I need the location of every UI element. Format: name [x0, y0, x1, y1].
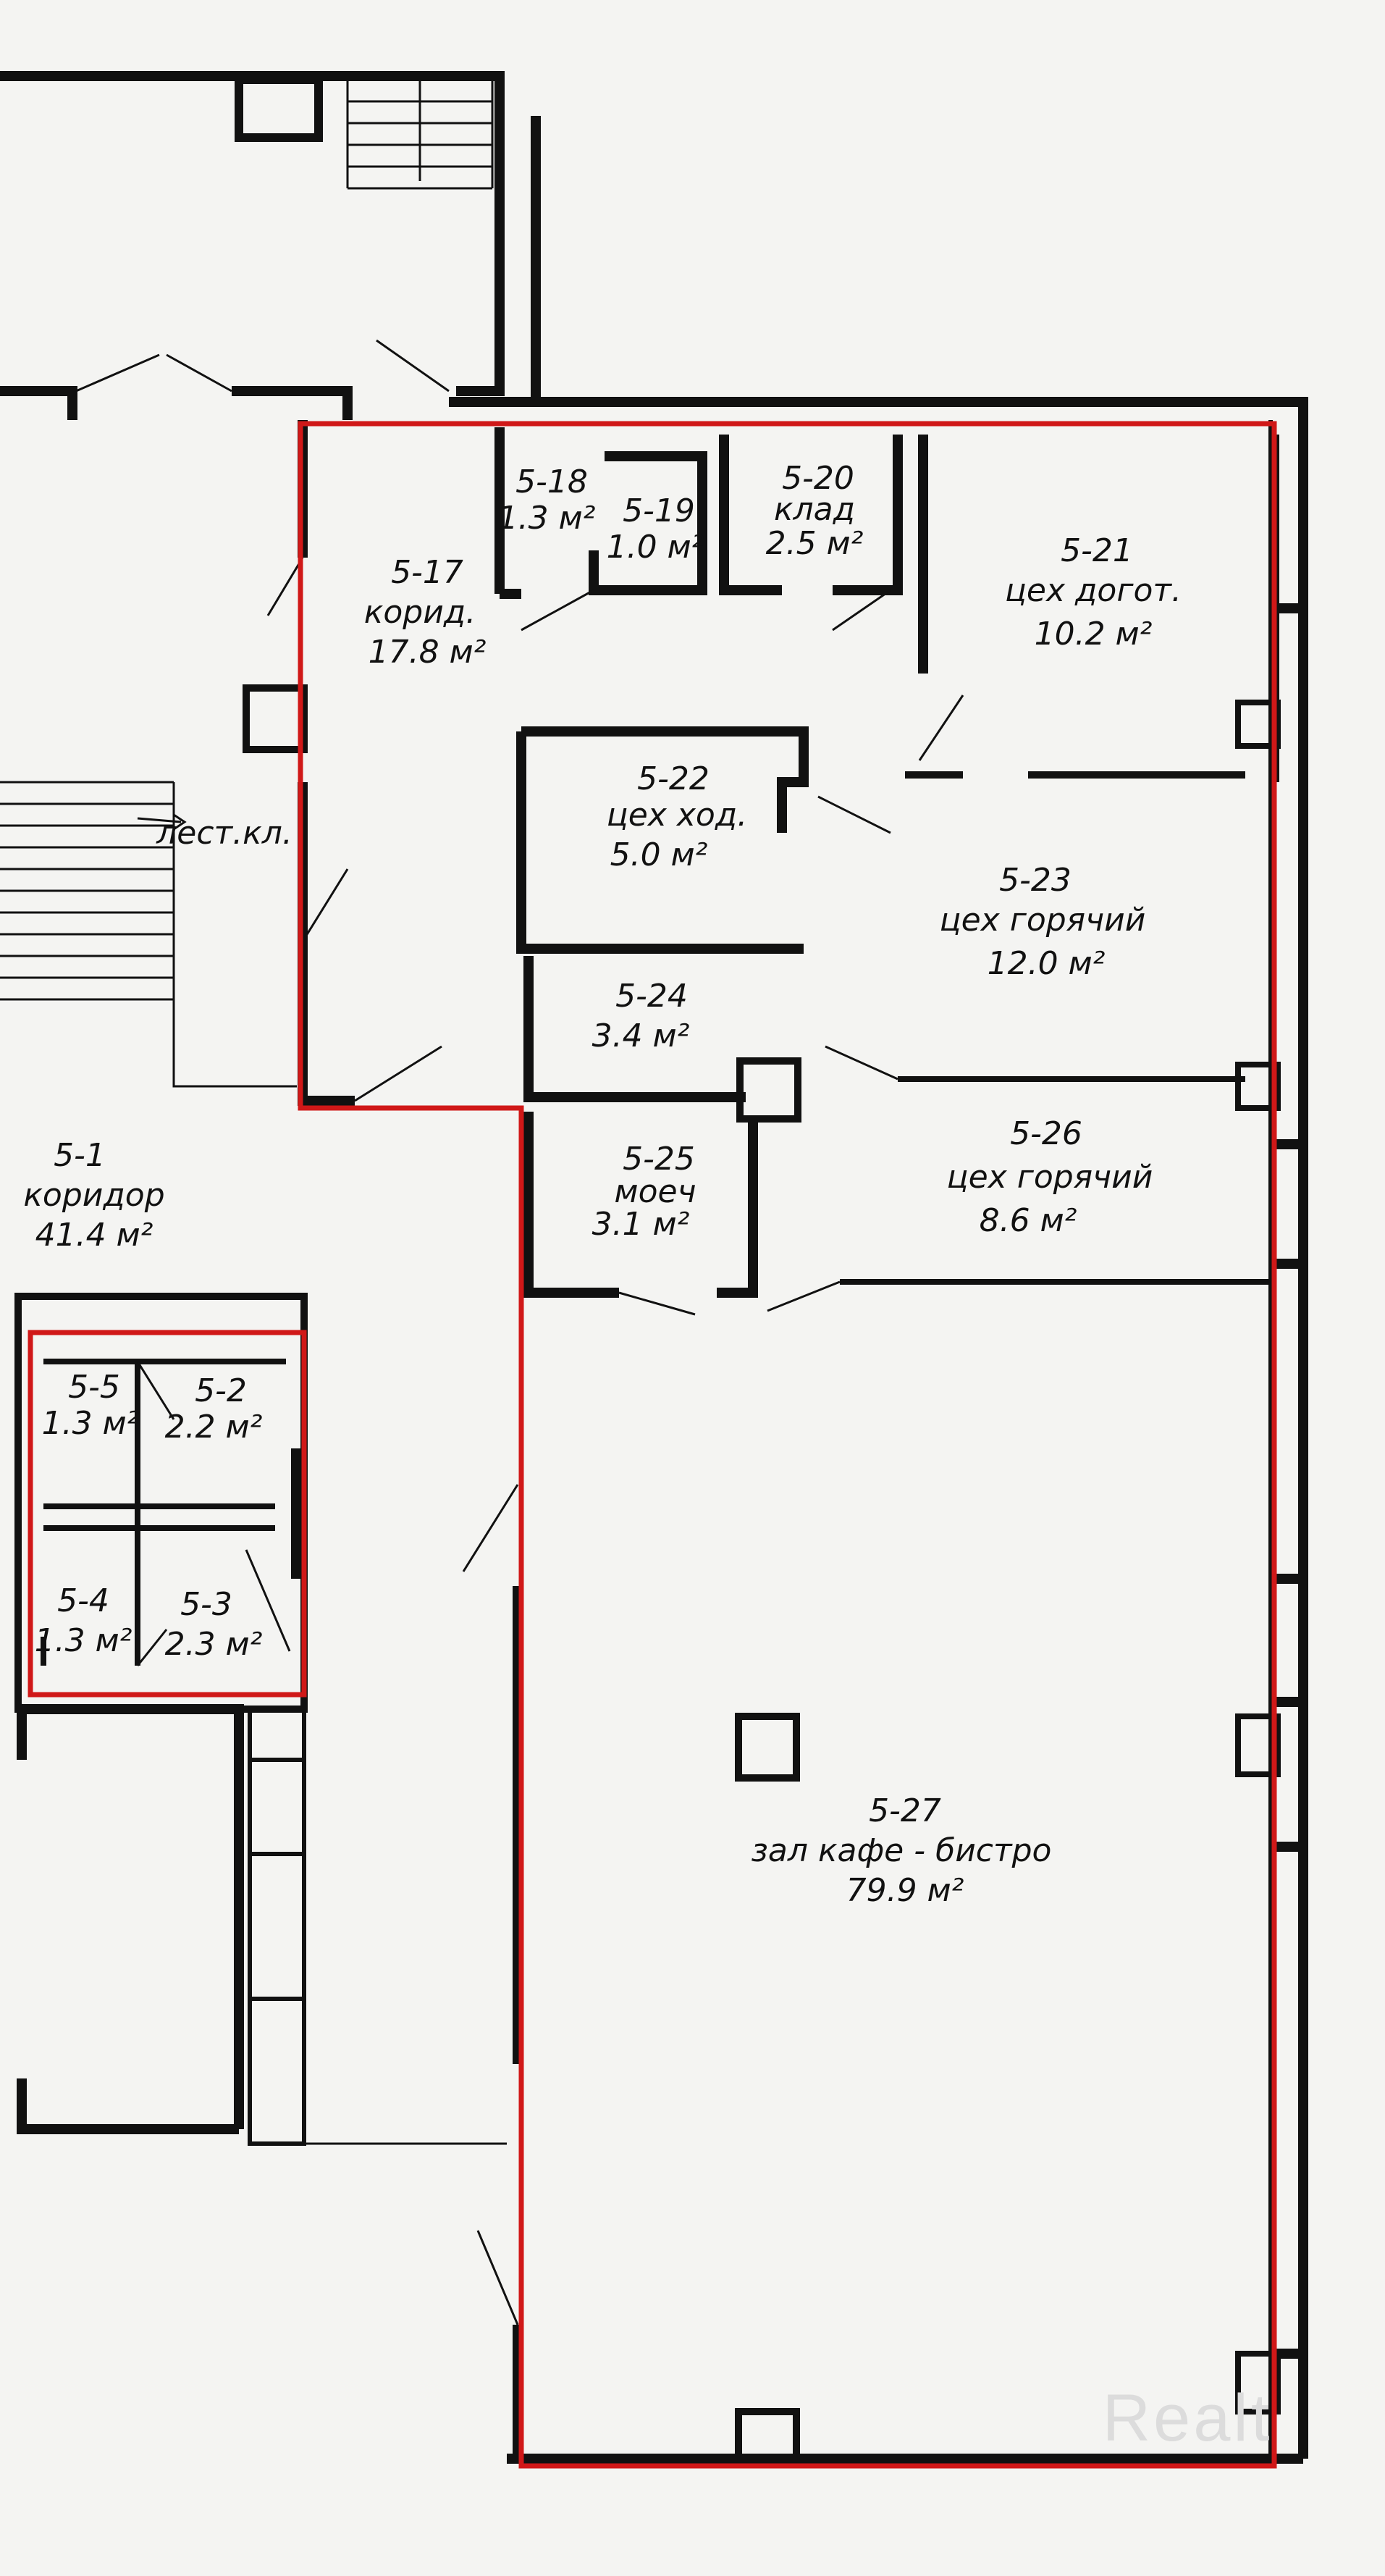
- door-swings: [75, 339, 964, 2325]
- room-5-24-area: 3.4 м²: [592, 1018, 690, 1054]
- room-5-27-id: 5-27: [869, 1792, 941, 1829]
- corridor-left-wall: [298, 420, 355, 1106]
- room-5-22-name: цех ход.: [607, 797, 747, 834]
- column: [243, 684, 308, 753]
- room-5-19-id: 5-19: [623, 492, 695, 529]
- wall-5-25: [523, 1112, 758, 1298]
- watermark: Realt: [1103, 2381, 1273, 2455]
- wall-5-19: [589, 451, 707, 595]
- room-5-27-name: зал кафе - бистро: [752, 1832, 1052, 1869]
- room-5-17-id: 5-17: [391, 554, 463, 591]
- room-5-2-id: 5-2: [195, 1372, 247, 1409]
- door-swing: [462, 1484, 519, 2325]
- room-5-25-name: моеч: [614, 1173, 696, 1210]
- room-5-5-id: 5-5: [68, 1369, 120, 1406]
- room-5-1-id: 5-1: [54, 1137, 106, 1174]
- room-5-26-area: 8.6 м²: [980, 1202, 1077, 1239]
- room-5-23-name: цех горячий: [940, 902, 1146, 939]
- column: [736, 1057, 801, 1123]
- stair-label: лест.кл.: [156, 815, 292, 852]
- room-5-27-area: 79.9 м²: [846, 1872, 964, 1909]
- column: [235, 75, 323, 142]
- room-5-21-id: 5-21: [1061, 532, 1133, 569]
- room-5-4-area: 1.3 м²: [35, 1622, 132, 1659]
- room-5-22-area: 5.0 м²: [610, 836, 708, 873]
- upper-wall: [0, 116, 541, 420]
- room-5-19-area: 1.0 м²: [607, 529, 704, 566]
- wc-highlight: [28, 1330, 307, 1698]
- room-5-17-name: корид.: [364, 594, 476, 631]
- facade-wall: [1274, 603, 1300, 2359]
- room-5-18-id: 5-18: [515, 463, 588, 500]
- room-5-20-id: 5-20: [782, 460, 854, 497]
- door-swing: [521, 589, 964, 761]
- room-5-4-id: 5-4: [57, 1582, 109, 1619]
- column: [1235, 2351, 1281, 2415]
- outer-right-wall: [449, 397, 1308, 2459]
- lower-left-cells: [248, 1707, 306, 2146]
- rented-area-outline: [298, 421, 1277, 2469]
- room-5-20-name: клад: [774, 491, 855, 528]
- room-5-2-area: 2.2 м²: [165, 1409, 263, 1446]
- stairs: [0, 78, 494, 1088]
- column: [1235, 1713, 1281, 1777]
- rented-area-highlight: [28, 421, 1277, 2469]
- room-5-1-name: коридор: [23, 1177, 164, 1214]
- room-5-5-area: 1.3 м²: [42, 1405, 140, 1442]
- room-5-26-name: цех горячий: [947, 1159, 1153, 1196]
- column: [1235, 700, 1281, 749]
- column: [735, 1713, 800, 1782]
- wc-inner: [41, 1359, 286, 1666]
- room-5-20-area: 2.5 м²: [766, 525, 864, 562]
- room-5-23-area: 12.0 м²: [988, 945, 1106, 982]
- room-5-17-area: 17.8 м²: [369, 634, 487, 671]
- upper-stairs: [346, 78, 494, 190]
- column: [735, 2408, 800, 2466]
- room-5-25-area: 3.1 м²: [592, 1206, 690, 1243]
- room-5-21-name: цех догот.: [1005, 572, 1182, 609]
- room-5-22-id: 5-22: [637, 760, 710, 797]
- wall-5-18: [494, 427, 521, 599]
- door-swing: [75, 339, 450, 393]
- walls: [0, 71, 1308, 2466]
- room-5-18-area: 1.3 м²: [498, 500, 596, 537]
- room-labels: 5-1 коридор 41.4 м² 5-2 2.2 м² 5-3 2.3 м…: [23, 460, 1182, 1909]
- door-swing: [136, 1361, 291, 1666]
- wall-5-20: [719, 435, 903, 595]
- door-swing: [618, 795, 898, 1316]
- wall-5-22: [516, 726, 809, 954]
- room-5-21-area: 10.2 м²: [1035, 616, 1153, 653]
- lower-left-block: [17, 1704, 244, 2134]
- room-5-26-id: 5-26: [1010, 1115, 1082, 1152]
- room-5-23-id: 5-23: [999, 862, 1072, 899]
- room-5-24-id: 5-24: [615, 978, 688, 1015]
- room-5-25-id: 5-25: [623, 1141, 695, 1178]
- room-5-3-area: 2.3 м²: [165, 1626, 263, 1663]
- room-5-3-id: 5-3: [180, 1586, 232, 1623]
- stair-arrow: [137, 813, 187, 831]
- room-5-1-area: 41.4 м²: [35, 1217, 153, 1254]
- lower-stairs: [0, 781, 297, 1088]
- door-swing: [266, 557, 442, 1102]
- column: [1235, 1062, 1281, 1111]
- wall-5-24: [523, 956, 746, 1102]
